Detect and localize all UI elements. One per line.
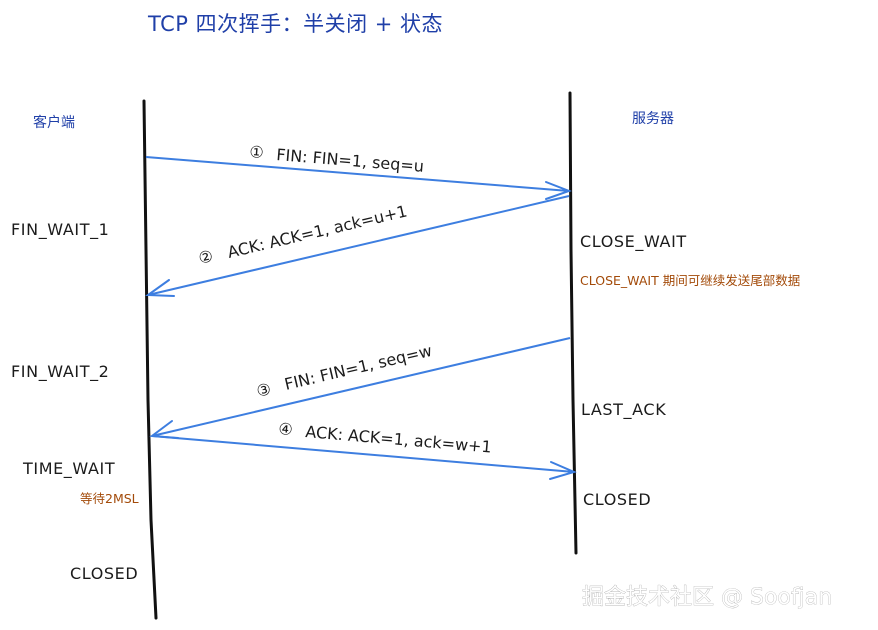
message-4-arrow	[151, 435, 575, 473]
server-state-closed: CLOSED	[583, 490, 651, 509]
client-label: 客户端	[33, 114, 75, 131]
client-state-fin-wait-1: FIN_WAIT_1	[11, 220, 109, 240]
client-state-time-wait: TIME_WAIT	[22, 459, 115, 479]
message-1-arrow	[145, 156, 570, 192]
client-state-closed: CLOSED	[70, 564, 138, 583]
server-lifeline	[568, 91, 578, 555]
message-1-number: ①	[249, 142, 265, 162]
message-2-arrow	[147, 195, 570, 296]
diagram-title: TCP 四次挥手：半关闭 + 状态	[147, 12, 443, 36]
message-2-arrowhead	[145, 279, 175, 297]
server-state-last-ack: LAST_ACK	[581, 400, 666, 420]
client-time-wait-note: 等待2MSL	[80, 491, 139, 506]
message-2-number: ②	[197, 246, 215, 268]
message-1-arrowhead	[545, 181, 572, 200]
message-2-label: ACK: ACK=1, ack=u+1	[226, 201, 409, 261]
server-label: 服务器	[632, 111, 674, 127]
watermark-text: 掘金技术社区 @ Soofjan	[582, 585, 832, 610]
message-4-arrowhead	[549, 461, 577, 480]
server-close-wait-note: CLOSE_WAIT 期间可继续发送尾部数据	[580, 273, 800, 288]
client-state-fin-wait-2: FIN_WAIT_2	[11, 362, 109, 382]
message-3-label: FIN: FIN=1, seq=w	[283, 341, 434, 394]
message-3-number: ③	[255, 379, 273, 401]
client-lifeline	[142, 99, 158, 620]
message-3-arrow	[151, 337, 571, 437]
message-1-label: FIN: FIN=1, seq=u	[276, 145, 425, 176]
message-4-number: ④	[278, 419, 294, 439]
server-state-close-wait: CLOSE_WAIT	[580, 232, 687, 252]
